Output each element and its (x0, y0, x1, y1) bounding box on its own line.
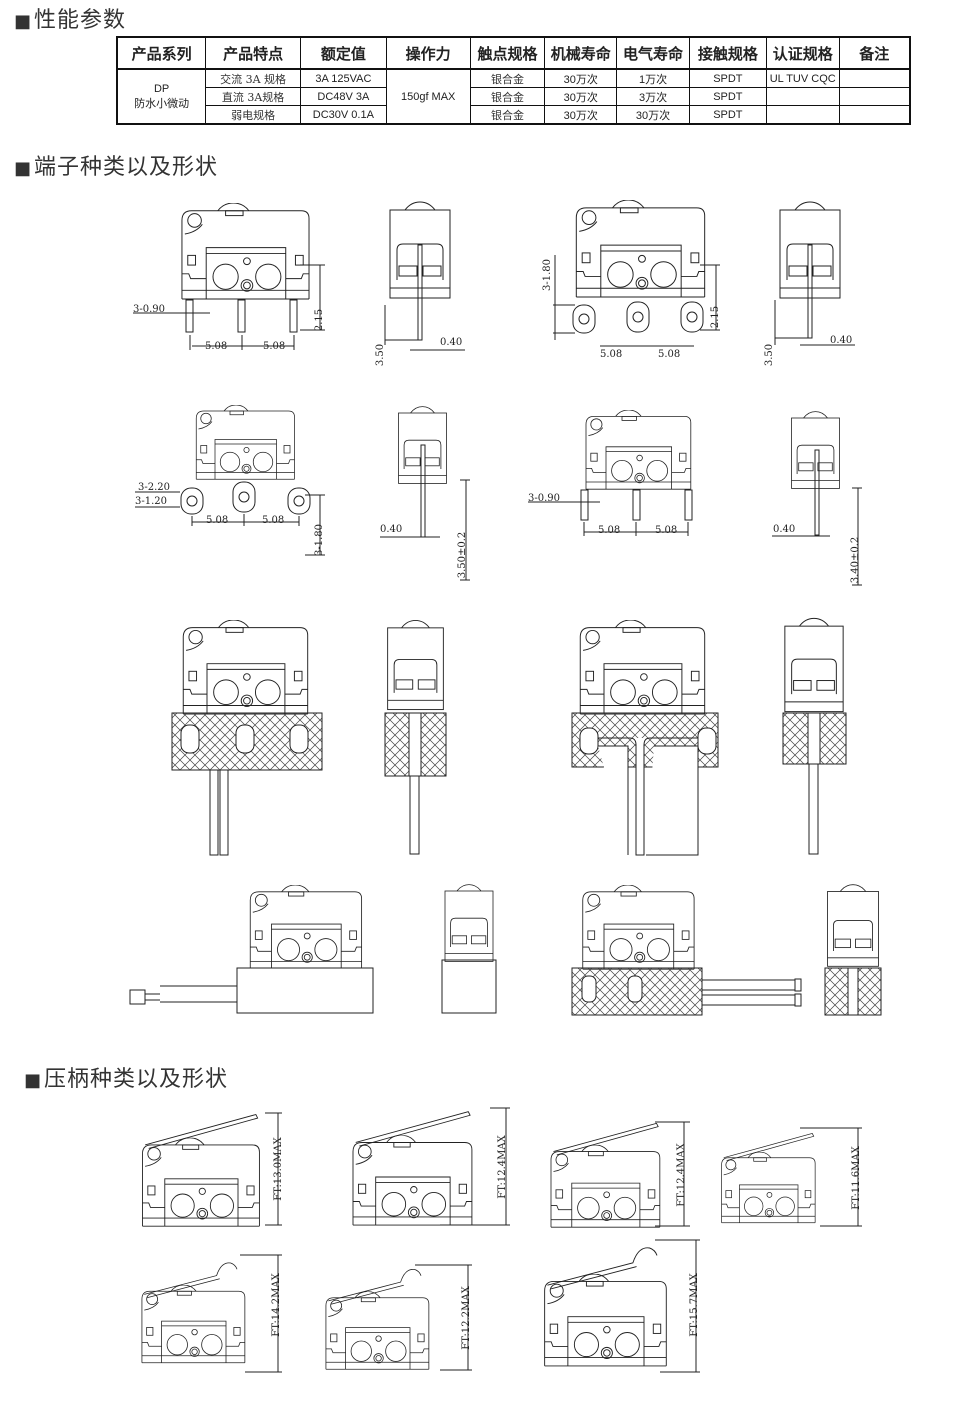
terminal-pcb-straight: 3-0.90 2.15 5.08 5.08 (133, 203, 325, 352)
terminal-solder-lug: 3-2.20 3-1.20 5.08 5.08 3-1.80 (135, 405, 325, 556)
dimension-label: 0.40 (773, 524, 795, 535)
terminal-potted-wire-bottom (171, 620, 323, 856)
dimension-label: 3-0.90 (133, 304, 165, 315)
column-header: 接触规格 (688, 36, 767, 70)
mech-life-cell: 30万次 (544, 68, 618, 88)
lever-type: FT:13.0MAX (142, 1112, 284, 1226)
contact-cell: 银合金 (469, 105, 546, 125)
column-header: 机械寿命 (544, 36, 618, 70)
lever-type: FT:12.4MAX (551, 1121, 690, 1227)
lever-type: FT:14.2MAX (142, 1254, 282, 1373)
dimension-label: 3.50 (764, 344, 775, 366)
terminal-potted-side-wire-hatched (571, 885, 802, 1016)
operating-force-cell: 150gf MAX (385, 68, 471, 125)
column-header: 电气寿命 (616, 36, 690, 70)
note-cell (838, 87, 911, 106)
feature-cell: 直流 3A规格 (205, 87, 301, 106)
terminal-side-view (384, 619, 447, 855)
mech-life-cell: 30万次 (544, 105, 618, 125)
feature-cell: 弱电规格 (205, 105, 301, 125)
series-name: DP (153, 82, 170, 95)
table-header-row: 产品系列 产品特点 额定值 操作力 触点规格 机械寿命 电气寿命 接触规格 认证… (116, 36, 911, 70)
spec-table: 产品系列 产品特点 额定值 操作力 触点规格 机械寿命 电气寿命 接触规格 认证… (116, 36, 911, 125)
lever-type: FT:12.4MAX (353, 1107, 510, 1225)
table-row: 弱电规格 DC30V 0.1A 银合金 30万次 30万次 SPDT (117, 105, 911, 125)
lever-height-label: FT:12.4MAX (676, 1142, 687, 1206)
terminal-side-view (782, 617, 847, 855)
terminal-pcb-bent: 3-0.90 5.08 5.08 (528, 410, 693, 536)
lever-height-label: FT:11.6MAX (851, 1145, 862, 1209)
dimension-label: 5.08 (598, 525, 620, 536)
dimension-label: 3-2.20 (138, 482, 170, 493)
dimension-label: 2.15 (314, 309, 325, 331)
column-header: 认证规格 (765, 36, 840, 70)
lever-type: FT:12.2MAX (326, 1264, 472, 1371)
terminal-side-view: 0.40 3.40±0.2 (772, 411, 862, 586)
lever-height-label: FT:14.2MAX (271, 1272, 282, 1336)
square-bullet-icon: ■ (24, 1070, 43, 1091)
lever-height-label: FT:12.4MAX (497, 1134, 508, 1198)
contact-cell: 银合金 (469, 87, 546, 106)
terminal-side-view: 3.50 0.40 (764, 201, 855, 366)
note-cell (838, 105, 911, 125)
column-header: 备注 (838, 36, 911, 70)
terminal-potted-wire-bent (571, 620, 719, 856)
dimension-label: 3-0.90 (528, 493, 560, 504)
terminal-side-view (824, 884, 882, 1016)
dimension-label: 5.08 (205, 341, 227, 352)
terminal-side-view: 0.40 3.50±0.2 (380, 406, 470, 581)
lever-height-label: FT:13.0MAX (273, 1136, 284, 1200)
square-bullet-icon: ■ (14, 158, 33, 179)
section-title-text: 端子种类以及形状 (34, 155, 219, 180)
table-row: 直流 3A规格 DC48V 3A 银合金 30万次 3万次 SPDT (117, 87, 911, 106)
column-header: 操作力 (385, 36, 471, 70)
lever-height-label: FT:12.2MAX (461, 1285, 472, 1349)
dimension-label: 5.08 (206, 515, 228, 526)
dimension-label: 2.15 (710, 306, 721, 328)
lever-type: FT:11.6MAX (722, 1127, 862, 1227)
dimension-label: 5.08 (658, 349, 680, 360)
dimension-label: 3-1.80 (314, 524, 325, 556)
lever-height-label: FT:15.7MAX (689, 1272, 700, 1336)
dimension-label: 5.08 (600, 349, 622, 360)
section-title-levers: ■压柄种类以及形状 (24, 1061, 228, 1093)
terminal-side-view: 3.50 0.40 (375, 201, 465, 366)
mech-life-cell: 30万次 (544, 87, 618, 106)
section-title-performance: ■性能参数 (14, 2, 126, 34)
dimension-label: 5.08 (263, 341, 285, 352)
section-title-text: 压柄种类以及形状 (44, 1067, 229, 1092)
rating-cell: DC30V 0.1A (299, 105, 387, 125)
square-bullet-icon: ■ (14, 11, 33, 32)
dimension-label: 3-1.20 (135, 496, 167, 507)
dimension-label: 0.40 (440, 337, 462, 348)
dimension-label: 3.50±0.2 (457, 532, 468, 579)
section-title-text: 性能参数 (34, 8, 127, 33)
dimension-label: 5.08 (262, 515, 284, 526)
dimension-label: 3-1.80 (542, 259, 553, 291)
lever-type: FT:15.7MAX (545, 1239, 700, 1373)
terminal-potted-side-wire (129, 885, 374, 1014)
series-subtitle: 防水小微动 (134, 96, 190, 110)
section-title-terminals: ■端子种类以及形状 (14, 149, 218, 181)
rating-cell: DC48V 3A (299, 87, 387, 106)
terminal-side-view (441, 884, 497, 1014)
dimension-label: 0.40 (380, 524, 402, 535)
column-header: 额定值 (299, 36, 387, 70)
terminal-pcb-eyelet: 3-1.80 2.15 5.08 5.08 (542, 200, 721, 360)
column-header: 产品系列 (116, 36, 207, 70)
elec-life-cell: 3万次 (616, 87, 690, 106)
dimension-label: 3.50 (375, 344, 386, 366)
type-cell: SPDT (688, 105, 767, 125)
type-cell: SPDT (688, 68, 767, 88)
dimension-label: 3.40±0.2 (850, 537, 861, 584)
type-cell: SPDT (688, 87, 767, 106)
dimension-label: 0.40 (830, 335, 852, 346)
dimension-label: 5.08 (655, 525, 677, 536)
